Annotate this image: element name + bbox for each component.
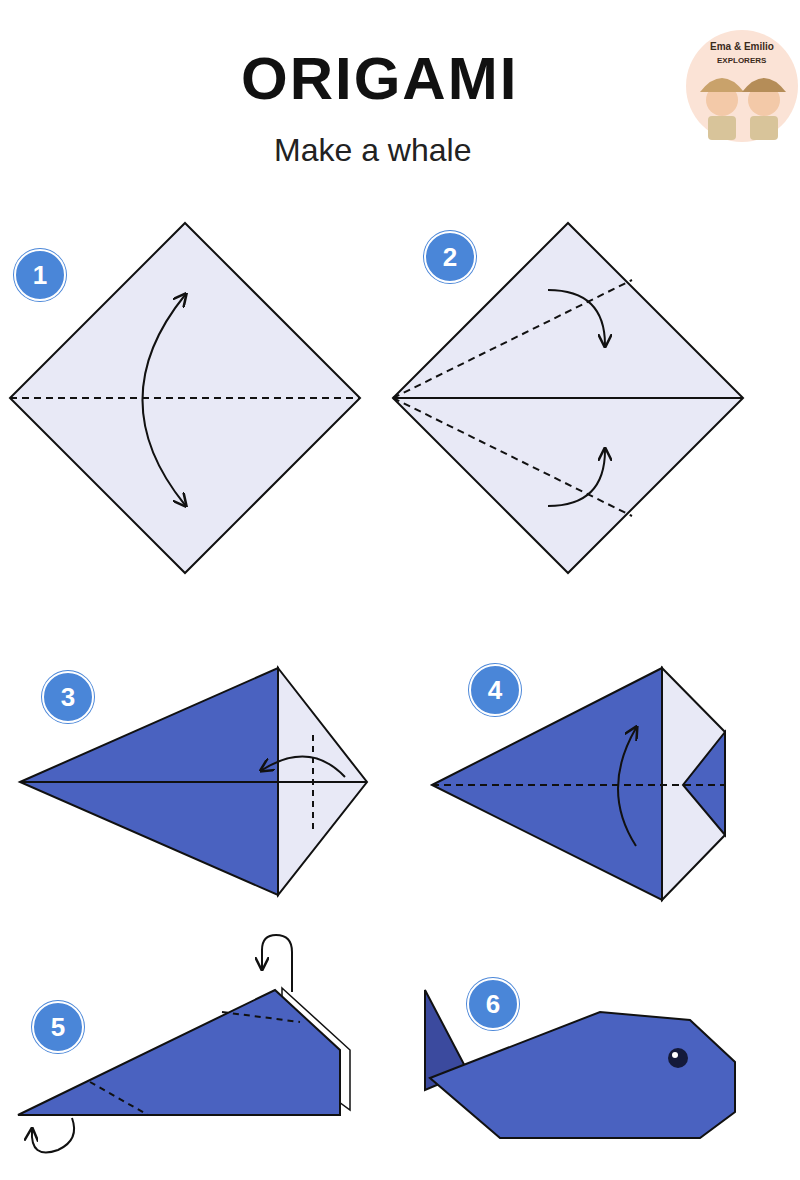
- logo: [686, 30, 798, 142]
- step-number-circle: 2: [424, 231, 476, 283]
- logo-text: Ema & Emilio: [710, 41, 774, 52]
- step-number: 3: [61, 684, 75, 710]
- step-2-figure: [393, 223, 743, 573]
- step-number-circle: 5: [32, 1001, 84, 1053]
- step-number: 4: [488, 677, 502, 703]
- step-number-circle: 6: [467, 978, 519, 1030]
- logo-badge: EXPLORERS: [717, 56, 766, 65]
- step-3-figure: [20, 668, 367, 895]
- step-number-circle: 4: [469, 664, 521, 716]
- step-number: 6: [486, 991, 500, 1017]
- step-number: 2: [443, 244, 457, 270]
- step-number-circle: 3: [42, 671, 94, 723]
- step-number: 5: [51, 1014, 65, 1040]
- page-title: ORIGAMI: [241, 44, 518, 113]
- step-number: 1: [33, 262, 47, 288]
- step-1-figure: [10, 223, 360, 573]
- step-number-circle: 1: [14, 249, 66, 301]
- step-5-figure: [18, 935, 350, 1153]
- subtitle: Make a whale: [274, 132, 471, 169]
